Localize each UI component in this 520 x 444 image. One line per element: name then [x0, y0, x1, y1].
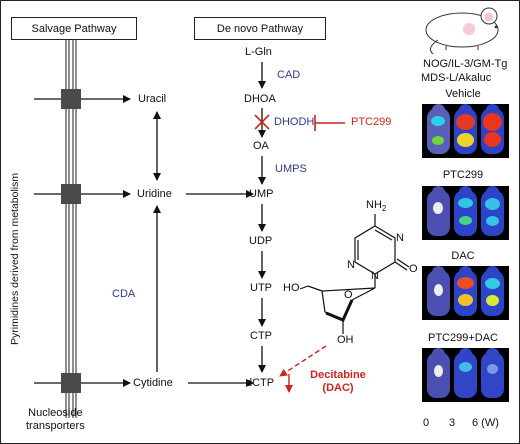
model-line-1: NOG/IL-3/GM-Tg — [423, 58, 508, 70]
metabolite-utp: UTP — [250, 282, 272, 294]
metabolite-udp: UDP — [249, 235, 273, 247]
transporter-uracil — [61, 89, 81, 109]
atom-ho: HO — [283, 282, 300, 294]
transporter-cytidine — [61, 373, 81, 393]
metabolite-l-gln: L-Gln — [245, 46, 272, 58]
enzyme-cad: CAD — [277, 69, 301, 81]
transporters-label: Nucleoside transporters — [26, 407, 85, 433]
metabolite-ump: UMP — [249, 188, 274, 200]
image-ptc299 — [422, 186, 509, 240]
salvage-pathway-title: Salvage Pathway — [11, 17, 137, 40]
group-label-vehicle: Vehicle — [445, 88, 481, 100]
enzyme-umps: UMPS — [275, 163, 307, 175]
metabolite-oa: OA — [253, 140, 269, 152]
decitabine-arrow — [279, 345, 327, 377]
metabolite-uridine: Uridine — [137, 188, 172, 200]
image-vehicle — [422, 104, 509, 158]
decitabine-abbrev: (DAC) — [322, 382, 354, 394]
enzyme-dhodh: DHODH — [274, 116, 315, 128]
decitabine-label: Decitabine (DAC) — [300, 369, 376, 395]
decitabine-structure — [299, 214, 410, 334]
transporter-uridine — [61, 184, 81, 204]
atom-n-ring: N — [371, 270, 379, 282]
metabolite-ctp: CTP — [250, 330, 272, 342]
transporters-text: Nucleoside transporters — [26, 407, 85, 432]
atom-n1: N — [396, 232, 404, 244]
group-label-dac: DAC — [451, 250, 475, 262]
model-line-2: MDS-L/Akaluc — [421, 72, 492, 84]
atom-nh2: NH2 — [366, 199, 387, 214]
metabolite-dctp: dCTP — [246, 377, 275, 389]
dhodh-block-cross — [254, 114, 270, 130]
atom-ring-o: O — [344, 289, 353, 301]
atom-oh: OH — [337, 334, 354, 346]
timepoint-6: 6 (W) — [472, 417, 499, 429]
atom-n3: N — [347, 259, 355, 271]
image-ptc299-dac — [422, 348, 509, 402]
metabolite-uracil: Uracil — [138, 93, 167, 105]
decitabine-name: Decitabine — [310, 369, 366, 381]
atom-o: O — [409, 263, 418, 275]
group-label-ptc299: PTC299 — [442, 169, 484, 181]
inhibitor-ptc299: PTC299 — [351, 116, 392, 128]
metabolite-dhoa: DHOA — [244, 93, 276, 105]
denovo-pathway-title: De novo Pathway — [194, 17, 326, 40]
timepoint-3: 3 — [449, 417, 456, 429]
image-dac — [422, 266, 509, 320]
timepoint-0: 0 — [423, 417, 430, 429]
metabolite-cytidine: Cytidine — [133, 377, 173, 389]
group-label-combo: PTC299+DAC — [427, 332, 498, 344]
enzyme-cda: CDA — [112, 288, 136, 300]
